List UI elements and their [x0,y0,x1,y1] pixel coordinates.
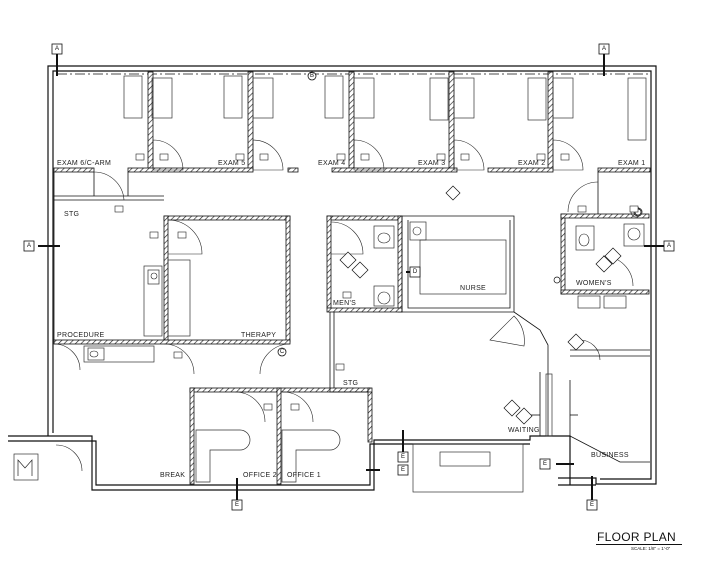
callout-symbols [339,185,642,425]
marker-e-bottom-right: E [590,502,594,508]
drawing-scale: SCALE: 1/8" = 1'-0" [631,546,671,551]
room-label-nurse: NURSE [460,285,486,292]
marker-a-top-left: A [55,46,59,52]
room-label-exam-5: EXAM 5 [218,160,245,167]
marker-e-waiting: E [401,454,405,460]
marker-a-right: A [667,243,671,249]
room-label-waiting: WAITING [508,427,540,434]
room-label-office-1: OFFICE 1 [287,472,321,479]
marker-a-left: A [27,243,31,249]
reference-markers: A A A A B C C D E E E E E [23,43,675,511]
marker-e-business: E [543,461,547,467]
room-labels: EXAM 6/C-ARM EXAM 5 EXAM 4 EXAM 3 EXAM 2… [57,160,645,479]
room-label-procedure: PROCEDURE [57,332,104,339]
room-label-stg-west: STG [64,211,79,218]
room-label-therapy: THERAPY [241,332,276,339]
room-label-business: BUSINESS [591,452,629,459]
room-label-exam-6: EXAM 6/C-ARM [57,160,111,167]
room-label-mens: MEN'S [333,300,356,307]
marker-a-top-right: A [602,46,606,52]
room-label-break: BREAK [160,472,185,479]
marker-c-therapy: C [280,349,285,355]
marker-b: B [310,73,314,79]
elevator-symbol [17,459,33,476]
marker-e-waiting-lower: E [401,467,405,473]
room-label-exam-4: EXAM 4 [318,160,345,167]
equipment-tags [114,153,639,411]
room-label-office-2: OFFICE 2 [243,472,277,479]
door-swings [53,139,634,472]
exterior-walls [8,65,657,491]
corridor-walls [53,172,650,463]
room-label-exam-1: EXAM 1 [618,160,645,167]
drawing-title: FLOOR PLAN [597,530,677,544]
marker-d: D [413,269,418,275]
casework [13,75,647,493]
room-label-womens: WOMEN'S [576,280,612,287]
room-label-stg-center: STG [343,380,358,387]
interior-walls [53,71,651,485]
room-label-exam-3: EXAM 3 [418,160,445,167]
room-label-exam-2: EXAM 2 [518,160,545,167]
marker-e-bottom-left: E [235,502,239,508]
title-underline [596,544,682,545]
